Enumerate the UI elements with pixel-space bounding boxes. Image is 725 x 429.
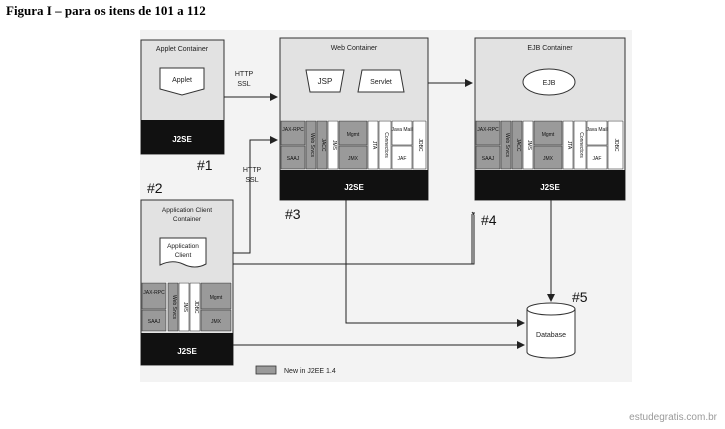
diagram-label: Client: [175, 252, 192, 259]
legend-swatch: [255, 365, 277, 375]
ejb-j2se-label: J2SE: [540, 183, 560, 192]
api-module-label: Web Srvcs: [504, 133, 510, 158]
api-module-label: JAF: [398, 156, 407, 162]
applet-container: Applet Container Applet J2SE: [140, 39, 225, 155]
api-module-label: Mgmt: [347, 132, 360, 138]
database-number-label: #5: [572, 289, 588, 305]
api-module-label: Mgmt: [210, 295, 223, 301]
applet-j2se-label: J2SE: [172, 135, 192, 144]
watermark: estudegratis.com.br: [629, 412, 717, 423]
protocol-top-line1: HTTP: [235, 71, 254, 78]
api-module-label: SAAJ: [482, 156, 495, 162]
api-module-label: Connectors: [578, 132, 584, 158]
api-module-label: JMX: [543, 156, 554, 162]
api-module-label: JMX: [348, 156, 359, 162]
api-module-label: JTA: [371, 141, 377, 150]
api-module-label: SAAJ: [287, 156, 300, 162]
appclient-title-line2: Container: [173, 216, 202, 223]
ejb-container: EJB Container EJB JAX-RPC SAAJ Web Srvcs…: [474, 37, 626, 201]
appclient-number-label: #2: [147, 180, 163, 196]
appclient-j2se-label: J2SE: [177, 347, 197, 356]
appclient-title-line1: Application Client: [162, 207, 212, 214]
protocol-mid-line2: SSL: [245, 177, 258, 184]
api-module-label: JDBC: [417, 138, 423, 151]
api-module-label: JMS: [331, 140, 337, 151]
web-number-label: #3: [285, 206, 301, 222]
web-container-title: Web Container: [331, 45, 378, 52]
api-module-label: Web Srvcs: [171, 295, 177, 320]
api-module-label: Connectors: [383, 132, 389, 158]
api-module-label: Java Mail: [391, 127, 412, 133]
api-module-label: Mgmt: [542, 132, 555, 138]
api-module-label: JTA: [566, 141, 572, 150]
applet-component-shape: [159, 67, 205, 96]
applet-container-title: Applet Container: [156, 46, 209, 53]
application-client-container: Application Client Container Application…: [140, 199, 234, 366]
api-module-label: JAX-RPC: [477, 127, 499, 133]
api-module-label: JDBC: [613, 138, 619, 151]
connector-lines: [224, 79, 555, 349]
api-module-label: Web Srvcs: [309, 133, 315, 158]
applet-number-label: #1: [197, 157, 213, 173]
api-module-label: JAF: [593, 156, 602, 162]
ejb-component-shape: [522, 68, 576, 96]
api-module-label: JMX: [211, 319, 222, 325]
api-module-label: JMS: [182, 302, 188, 313]
web-container: Web Container JSP Servlet JAX-RPC SAAJ W…: [279, 37, 429, 201]
web-j2se-label: J2SE: [344, 183, 364, 192]
api-module-label: SAAJ: [148, 319, 161, 325]
legend-label: New in J2EE 1.4: [284, 368, 336, 375]
diagram-label: Application: [167, 243, 199, 250]
api-module-label: JACC: [320, 138, 326, 151]
figure-caption: Figura I – para os itens de 101 a 112: [6, 3, 206, 18]
api-module-label: JMS: [526, 140, 532, 151]
jsp-component-label: JSP: [318, 77, 333, 86]
api-module-label: JACC: [515, 138, 521, 151]
database: Database: [526, 302, 576, 359]
ejb-container-title: EJB Container: [527, 45, 573, 52]
api-module-label: JAX-RPC: [143, 290, 165, 296]
appclient-component-shape: [159, 237, 207, 268]
jsp-component-shape: [305, 69, 345, 93]
api-module-label: JAX-RPC: [282, 127, 304, 133]
protocol-top-line2: SSL: [237, 81, 250, 88]
api-module-label: Java Mail: [586, 127, 607, 133]
servlet-component-label: Servlet: [370, 79, 392, 86]
protocol-mid-line1: HTTP: [243, 167, 262, 174]
api-module-label: JDBC: [193, 300, 199, 313]
ejb-component-label: EJB: [543, 80, 556, 87]
ejb-number-label: #4: [481, 212, 497, 228]
database-label: Database: [536, 332, 566, 339]
servlet-component-shape: [357, 69, 405, 93]
applet-component-label: Applet: [172, 77, 192, 84]
legend: New in J2EE 1.4: [255, 365, 336, 375]
